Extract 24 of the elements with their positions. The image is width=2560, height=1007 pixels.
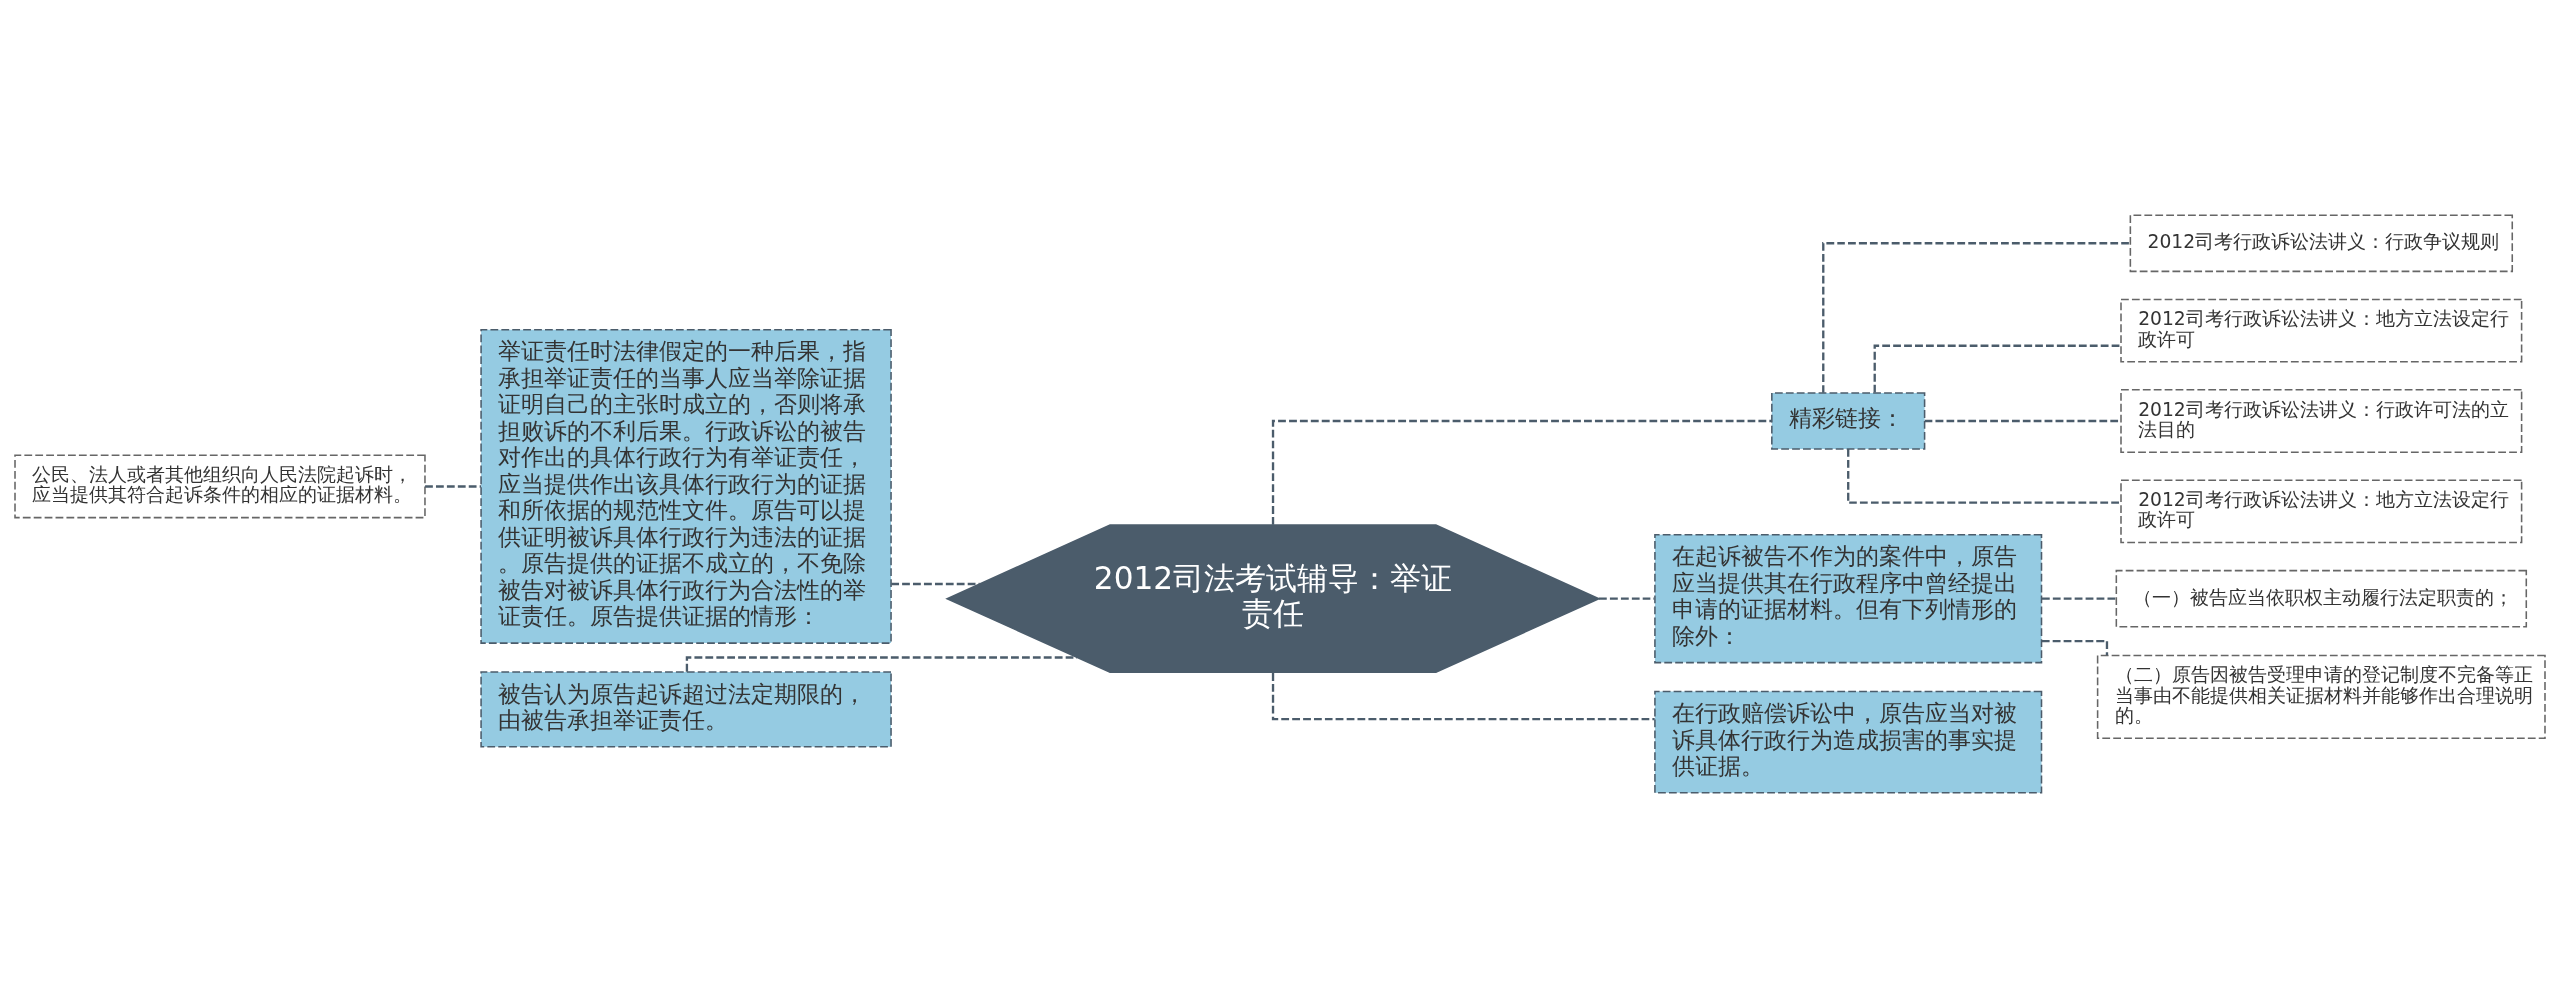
node-box: 在行政赔偿诉讼中，原告应当对被诉具体行政行为造成损害的事实提供证据。 — [1654, 690, 2043, 794]
node-box: （一）被告应当依职权主动履行法定职责的； — [2115, 569, 2528, 628]
connector — [1873, 344, 2121, 393]
node-box: 2012司考行政诉讼法讲义：地方立法设定行政许可 — [2120, 298, 2523, 363]
connector — [1271, 419, 1772, 525]
connector — [2041, 639, 2109, 655]
node-box: 精彩链接： — [1771, 391, 1926, 450]
node-box: 在起诉被告不作为的案件中，原告应当提供其在行政程序中曾经提出申请的证据材料。但有下列情形的除外： — [1654, 533, 2043, 663]
connector — [2042, 597, 2117, 600]
node-box: 2012司考行政诉讼法讲义：地方立法设定行政许可 — [2120, 478, 2523, 543]
connector — [891, 582, 980, 585]
connector — [1598, 597, 1655, 600]
node-box: 公民、法人或者其他组织向人民法院起诉时，应当提供其符合起诉条件的相应的证据材料。 — [14, 454, 426, 518]
connector — [425, 484, 481, 488]
node-box: 2012司考行政诉讼法讲义：行政争议规则 — [2129, 213, 2514, 272]
node-box: 2012司考行政诉讼法讲义：行政许可法的立法目的 — [2120, 388, 2523, 453]
connector — [1271, 672, 1655, 720]
connector — [1924, 419, 2121, 422]
node-box: （二）原告因被告受理申请的登记制度不完备等正当事由不能提供相关证据材料并能够作出合理说明的。 — [2096, 654, 2546, 739]
connector — [1822, 241, 2131, 393]
connector — [685, 655, 1077, 672]
node-box: 举证责任时法律假定的一种后果，指承担举证责任的当事人应当举除证据证明自己的主张时成立的，否则将承担败诉的不利后果。行政诉讼的被告对作出的具体行政行为有举证责任，应当提供作出该具体行政行为的证据和所依据的规范性文件。原告可以提供证明被诉具体行政行为违法的证据。原告提供的证据不成立的，不免除被告对被诉具体行政行为合法性的举证责任。原告提供证据的情形： — [480, 328, 892, 644]
node-box: 被告认为原告起诉超过法定期限的，由被告承担举证责任。 — [480, 670, 892, 748]
connector — [1847, 448, 2121, 504]
